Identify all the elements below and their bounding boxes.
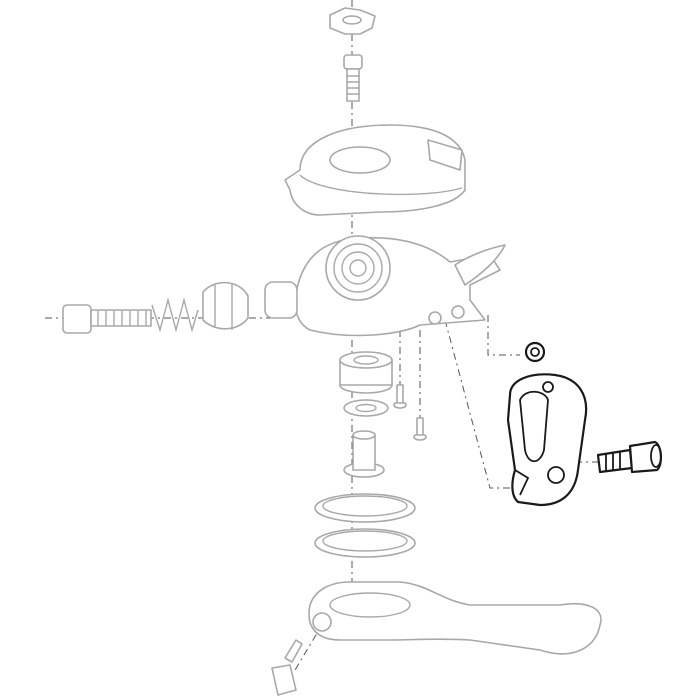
top-cap-knob <box>329 7 376 35</box>
spacer-ring-1 <box>314 493 416 523</box>
handlebar-mount-lever <box>308 581 602 655</box>
spacer-ring-2 <box>314 528 416 558</box>
small-screw-1 <box>393 384 407 409</box>
clamp-leader <box>444 319 520 489</box>
top-screw <box>343 54 363 102</box>
clamp <box>506 373 588 507</box>
bushing <box>343 430 385 478</box>
leader-lines <box>45 0 600 671</box>
bearing <box>339 351 393 394</box>
barrel-adjuster <box>62 304 152 334</box>
clamp-bolt <box>596 440 662 474</box>
lever-bolt <box>271 639 303 696</box>
cable-ferrule <box>202 281 249 330</box>
cable-spring <box>151 297 199 333</box>
lever-bolt-leader <box>294 619 326 671</box>
clamp-nut <box>524 341 546 363</box>
shifter-cover <box>284 124 466 216</box>
washer <box>343 399 389 417</box>
shifter-body <box>264 235 506 337</box>
nut-leader <box>487 315 520 356</box>
small-screw-2 <box>413 417 427 441</box>
